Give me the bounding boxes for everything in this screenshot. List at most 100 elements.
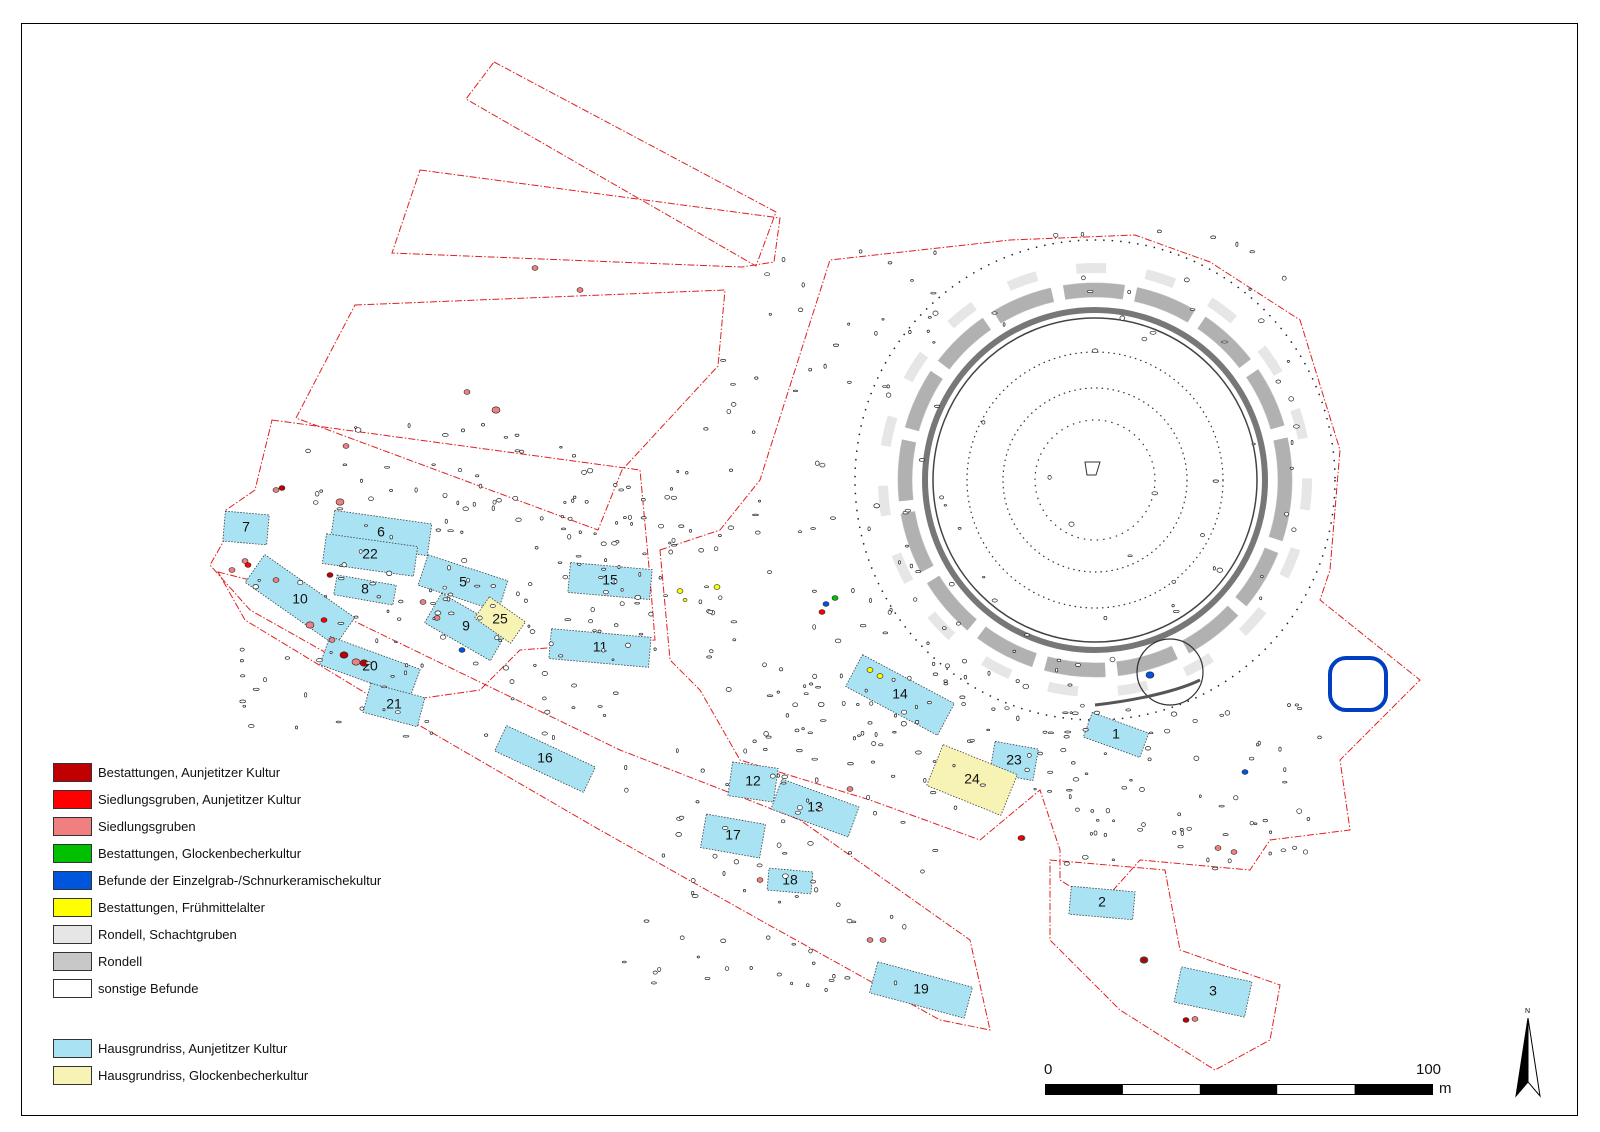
house-15: 15 [567,562,653,600]
burial-aunjetitz [1182,1017,1190,1023]
other-feature [730,382,736,386]
other-feature [1249,250,1255,254]
other-feature [766,694,774,697]
settlement-pit [1191,1016,1199,1022]
other-feature [624,764,628,771]
other-feature [834,638,842,644]
other-feature [1157,229,1162,234]
other-feature [811,961,816,965]
other-feature [564,618,572,621]
settlement-pit [866,937,874,943]
other-feature [1067,683,1073,687]
house-number-label: 13 [807,799,823,815]
house-number-label: 14 [892,686,908,702]
trench-main [659,234,1421,906]
other-feature [598,576,604,579]
other-feature [991,311,998,315]
other-feature [963,675,968,680]
other-feature [914,704,918,710]
other-feature [1256,742,1260,747]
other-feature [557,561,563,564]
other-feature [852,736,856,741]
other-feature [663,594,668,597]
other-feature [446,565,452,571]
other-feature [558,654,564,658]
other-feature [781,257,786,262]
other-feature [707,609,714,615]
other-feature [1022,683,1030,690]
other-feature [420,663,424,668]
other-feature [1177,844,1184,849]
other-feature [846,918,853,924]
other-feature [1216,567,1223,573]
other-feature [905,544,909,548]
other-feature [1317,735,1322,740]
other-feature [872,811,878,816]
other-feature [442,585,448,590]
other-feature [1294,703,1299,707]
other-feature [1103,616,1108,621]
other-feature [1072,777,1080,782]
other-feature [730,620,738,624]
other-feature [1206,857,1210,863]
other-feature [776,842,782,848]
other-feature [601,567,607,571]
legend-swatch [53,843,92,863]
other-feature [457,468,463,473]
other-feature [477,615,483,621]
other-feature [913,597,918,602]
other-feature [375,638,379,644]
settlement-pit [756,877,764,883]
other-feature [1064,730,1072,734]
burial-early-medieval [876,673,884,679]
other-feature [239,647,245,652]
other-feature [1218,804,1225,808]
other-feature [539,516,544,521]
house-number-label: 11 [593,639,608,655]
legend-swatch [53,924,92,944]
north-label: N [1525,1008,1531,1015]
other-feature [515,517,522,522]
other-feature [509,679,515,684]
other-feature [953,805,958,810]
other-feature [987,670,991,676]
corded-ware-feature [458,647,466,653]
other-feature [1024,767,1030,773]
other-feature [252,584,259,590]
other-feature [890,774,896,778]
other-feature [1248,756,1255,761]
other-feature [1037,751,1043,756]
other-feature [957,527,962,530]
small-ring [1136,638,1204,706]
other-feature [630,522,633,526]
other-feature [1063,861,1070,866]
other-feature [653,647,657,651]
other-feature [489,604,496,608]
other-feature [782,873,789,879]
other-feature [893,980,898,986]
other-feature [448,611,455,616]
other-feature [541,731,548,736]
other-feature [597,629,602,634]
other-feature [792,702,799,707]
other-feature [664,494,670,500]
other-feature [257,579,261,582]
other-feature [551,734,555,741]
other-feature [874,330,878,336]
other-feature [709,649,714,654]
other-feature [926,641,930,645]
other-feature [584,499,589,504]
other-feature [319,489,324,493]
other-feature [1275,379,1282,384]
other-feature [658,523,665,529]
other-feature [836,902,841,907]
other-feature [252,687,260,691]
other-feature [932,849,939,852]
other-feature [541,671,548,676]
other-feature [491,505,495,511]
other-feature [316,658,323,663]
burial-early-medieval [713,584,721,590]
other-feature [832,343,840,347]
other-feature [1260,574,1264,579]
trench-southeast [1049,859,1281,1071]
